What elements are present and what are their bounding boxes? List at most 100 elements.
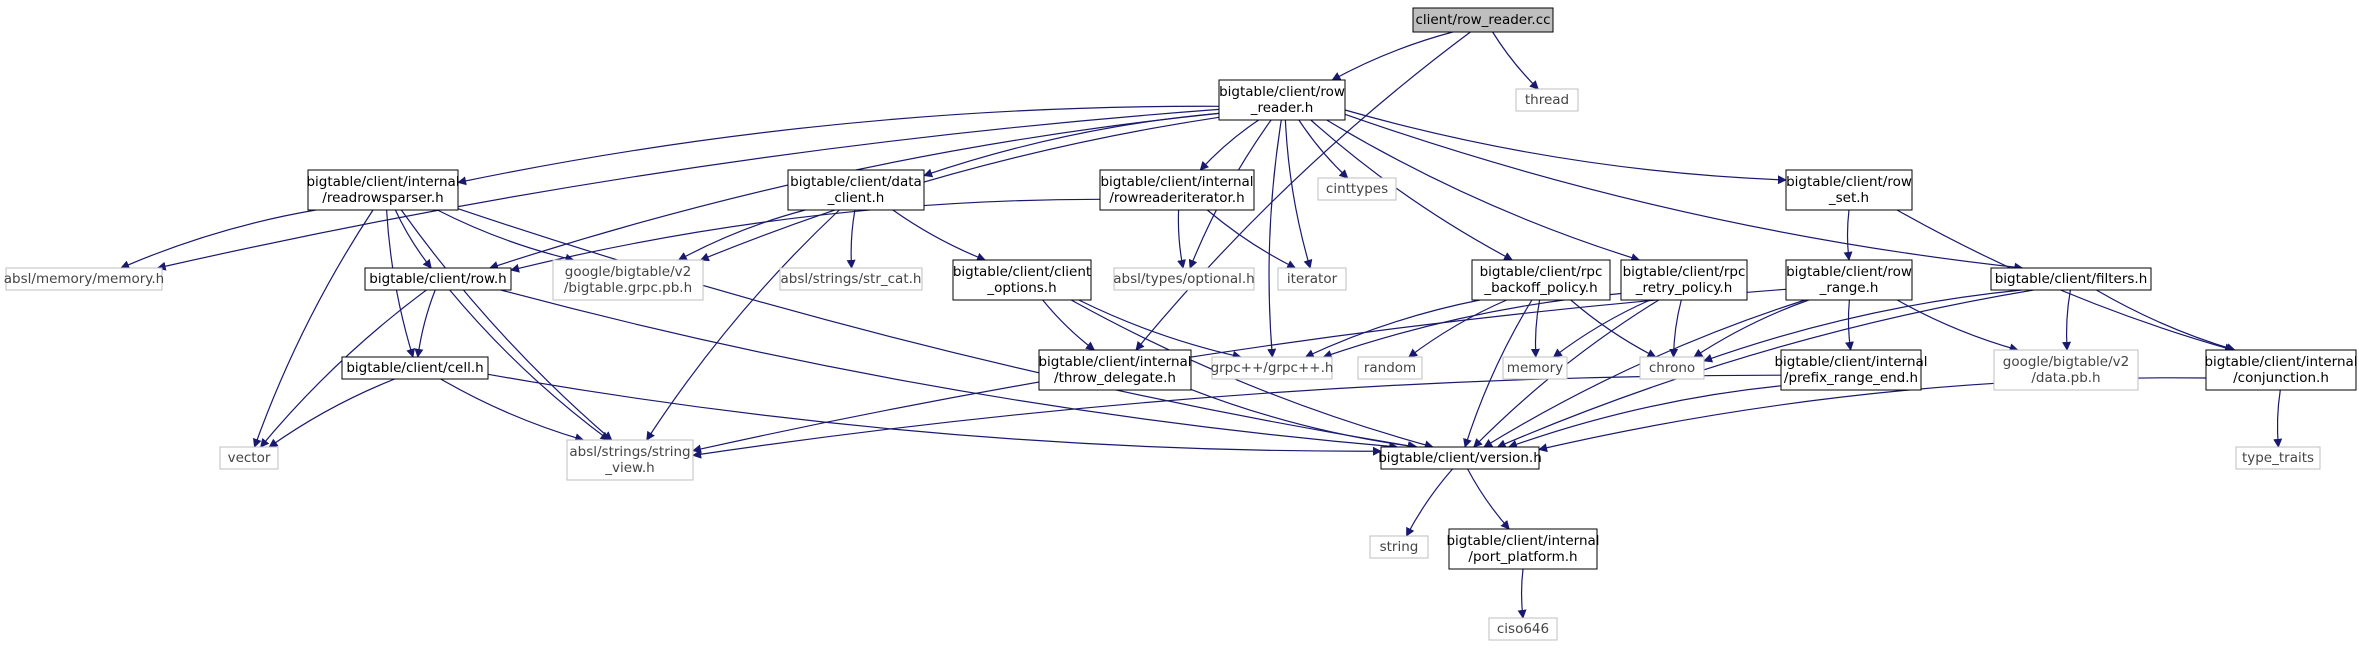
node-label-line: bigtable/client/internal <box>1774 354 1927 370</box>
edge-version-to-string <box>1405 468 1453 537</box>
edge-readrowsparser-to-bigtable_grpc <box>437 209 575 263</box>
edge-rpc_backoff-to-chrono <box>1570 299 1657 358</box>
node-label-line: bigtable/client/internal <box>1038 354 1191 370</box>
node-label-line: /readrowsparser.h <box>322 190 443 206</box>
node-box <box>1502 356 1568 380</box>
node-label-line: _reader.h <box>1250 100 1314 116</box>
node-label-line: vector <box>228 450 271 466</box>
node-data-client[interactable]: bigtable/client/data_client.h <box>787 169 925 211</box>
node-absl-memory: absl/memory/memory.h <box>4 267 164 291</box>
edge-row_range-to-string_view <box>692 288 1787 454</box>
edge-conjunction-to-type_traits <box>2273 389 2283 448</box>
edge-readrowsparser-to-version <box>457 208 1417 451</box>
node-label-line: /bigtable.grpc.pb.h <box>564 280 692 296</box>
node-label-line: cinttypes <box>1326 181 1388 197</box>
node-box <box>1448 528 1598 570</box>
node-client-options[interactable]: bigtable/client/client_options.h <box>952 259 1092 301</box>
node-box <box>5 267 163 291</box>
node-vector: vector <box>219 446 279 470</box>
node-thread: thread <box>1515 88 1579 112</box>
node-label-line: bigtable/client/internal <box>2204 354 2357 370</box>
edge-filters-to-data_pb <box>2062 289 2072 351</box>
node-row-range[interactable]: bigtable/client/row_range.h <box>1785 259 1913 301</box>
node-box <box>1211 356 1333 380</box>
edge-row_reader_h-to-readrowsparser <box>457 105 1220 186</box>
edge-data_client-to-string_view <box>646 209 840 441</box>
node-box <box>1218 79 1346 121</box>
edge-port_platform-to-ciso646 <box>1517 568 1527 619</box>
node-filters[interactable]: bigtable/client/filters.h <box>1990 267 2152 291</box>
node-label-line: bigtable/client/rpc <box>1623 264 1746 280</box>
node-label-line: chrono <box>1649 360 1695 376</box>
edge-rowreaderiterator-to-optional <box>1177 209 1186 269</box>
node-box <box>2205 349 2357 391</box>
edge-filters-to-conjunction <box>2096 289 2236 352</box>
node-version[interactable]: bigtable/client/version.h <box>1378 446 1542 470</box>
node-label-line: bigtable/client/row <box>1786 174 1912 190</box>
node-box <box>1369 535 1429 559</box>
node-label-line: _client.h <box>827 190 885 206</box>
node-rpc-backoff[interactable]: bigtable/client/rpc_backoff_policy.h <box>1471 259 1611 301</box>
node-box <box>552 259 704 301</box>
node-label-line: bigtable/client/row.h <box>369 271 506 287</box>
node-random: random <box>1357 356 1423 380</box>
node-box <box>1471 259 1611 301</box>
node-box <box>1488 617 1558 641</box>
node-box <box>779 267 923 291</box>
node-cinttypes: cinttypes <box>1317 177 1397 201</box>
edge-row_range-to-prefix_range_end <box>1844 299 1854 351</box>
node-box <box>219 446 279 470</box>
edge-rpc_backoff-to-memory <box>1530 299 1541 358</box>
edge-row_reader_h-to-row_set <box>1344 109 1787 185</box>
node-label-line: absl/types/optional.h <box>1113 271 1254 287</box>
edge-readrowsparser-to-row_h <box>394 209 432 269</box>
edge-row_range-to-data_pb <box>1896 299 2019 353</box>
node-prefix-range-end[interactable]: bigtable/client/internal/prefix_range_en… <box>1774 349 1928 391</box>
node-throw-delegate[interactable]: bigtable/client/internal/throw_delegate.… <box>1038 349 1192 391</box>
edge-root-to-throw_delegate <box>1135 31 1471 351</box>
edge-rpc_retry-to-chrono <box>1669 299 1682 358</box>
node-box <box>1515 88 1579 112</box>
node-row-reader-h[interactable]: bigtable/client/row_reader.h <box>1218 79 1346 121</box>
node-rowreaderiterator[interactable]: bigtable/client/internal/rowreaderiterat… <box>1099 169 1255 211</box>
edge-row_reader_h-to-iterator <box>1284 119 1313 269</box>
edge-cell_h-to-string_view <box>440 378 585 443</box>
node-box <box>1620 259 1748 301</box>
edge-filters-to-version <box>1496 289 2034 448</box>
node-readrowsparser[interactable]: bigtable/client/internal/readrowsparser.… <box>306 169 460 211</box>
node-label-line: absl/memory/memory.h <box>4 271 164 287</box>
edge-prefix_range_end-to-version <box>1508 385 1782 449</box>
node-root[interactable]: client/row_reader.cc <box>1412 7 1554 33</box>
edge-rowreaderiterator-to-row_h <box>510 198 1101 273</box>
node-label-line: bigtable/client/data <box>790 174 922 190</box>
edge-row_h-to-vector <box>260 289 427 448</box>
node-str-cat: absl/strings/str_cat.h <box>779 267 923 291</box>
node-ciso646: ciso646 <box>1488 617 1558 641</box>
edge-readrowsparser-to-string_view <box>400 209 613 441</box>
node-box <box>566 439 694 481</box>
node-box <box>1113 267 1255 291</box>
node-rpc-retry[interactable]: bigtable/client/rpc_retry_policy.h <box>1620 259 1748 301</box>
node-box <box>952 259 1092 301</box>
node-cell-h[interactable]: bigtable/client/cell.h <box>341 356 489 380</box>
node-conjunction[interactable]: bigtable/client/internal/conjunction.h <box>2204 349 2358 391</box>
edge-row_reader_h-to-absl_memory <box>156 108 1220 271</box>
edge-cell_h-to-vector <box>268 378 395 448</box>
edge-data_client-to-bigtable_grpc <box>677 209 806 261</box>
edge-readrowsparser-to-absl_memory <box>120 209 316 269</box>
node-box <box>1357 356 1423 380</box>
edge-row_reader_h-to-cinttypes <box>1298 119 1349 179</box>
node-label-line: /prefix_range_end.h <box>1784 370 1918 386</box>
node-label-line: _retry_policy.h <box>1635 280 1733 296</box>
node-row-h[interactable]: bigtable/client/row.h <box>364 267 512 291</box>
node-port-platform[interactable]: bigtable/client/internal/port_platform.h <box>1446 528 1600 570</box>
edge-client_options-to-version <box>1070 299 1434 450</box>
node-box <box>364 267 512 291</box>
dependency-edges <box>120 31 2283 619</box>
node-label-line: _view.h <box>604 460 654 476</box>
node-row-set[interactable]: bigtable/client/row_set.h <box>1785 169 1913 211</box>
node-box <box>1785 259 1913 301</box>
node-string: string <box>1369 535 1429 559</box>
edge-row_reader_h-to-bigtable_grpc <box>699 116 1220 262</box>
edge-rpc_backoff-to-version <box>1463 299 1533 448</box>
